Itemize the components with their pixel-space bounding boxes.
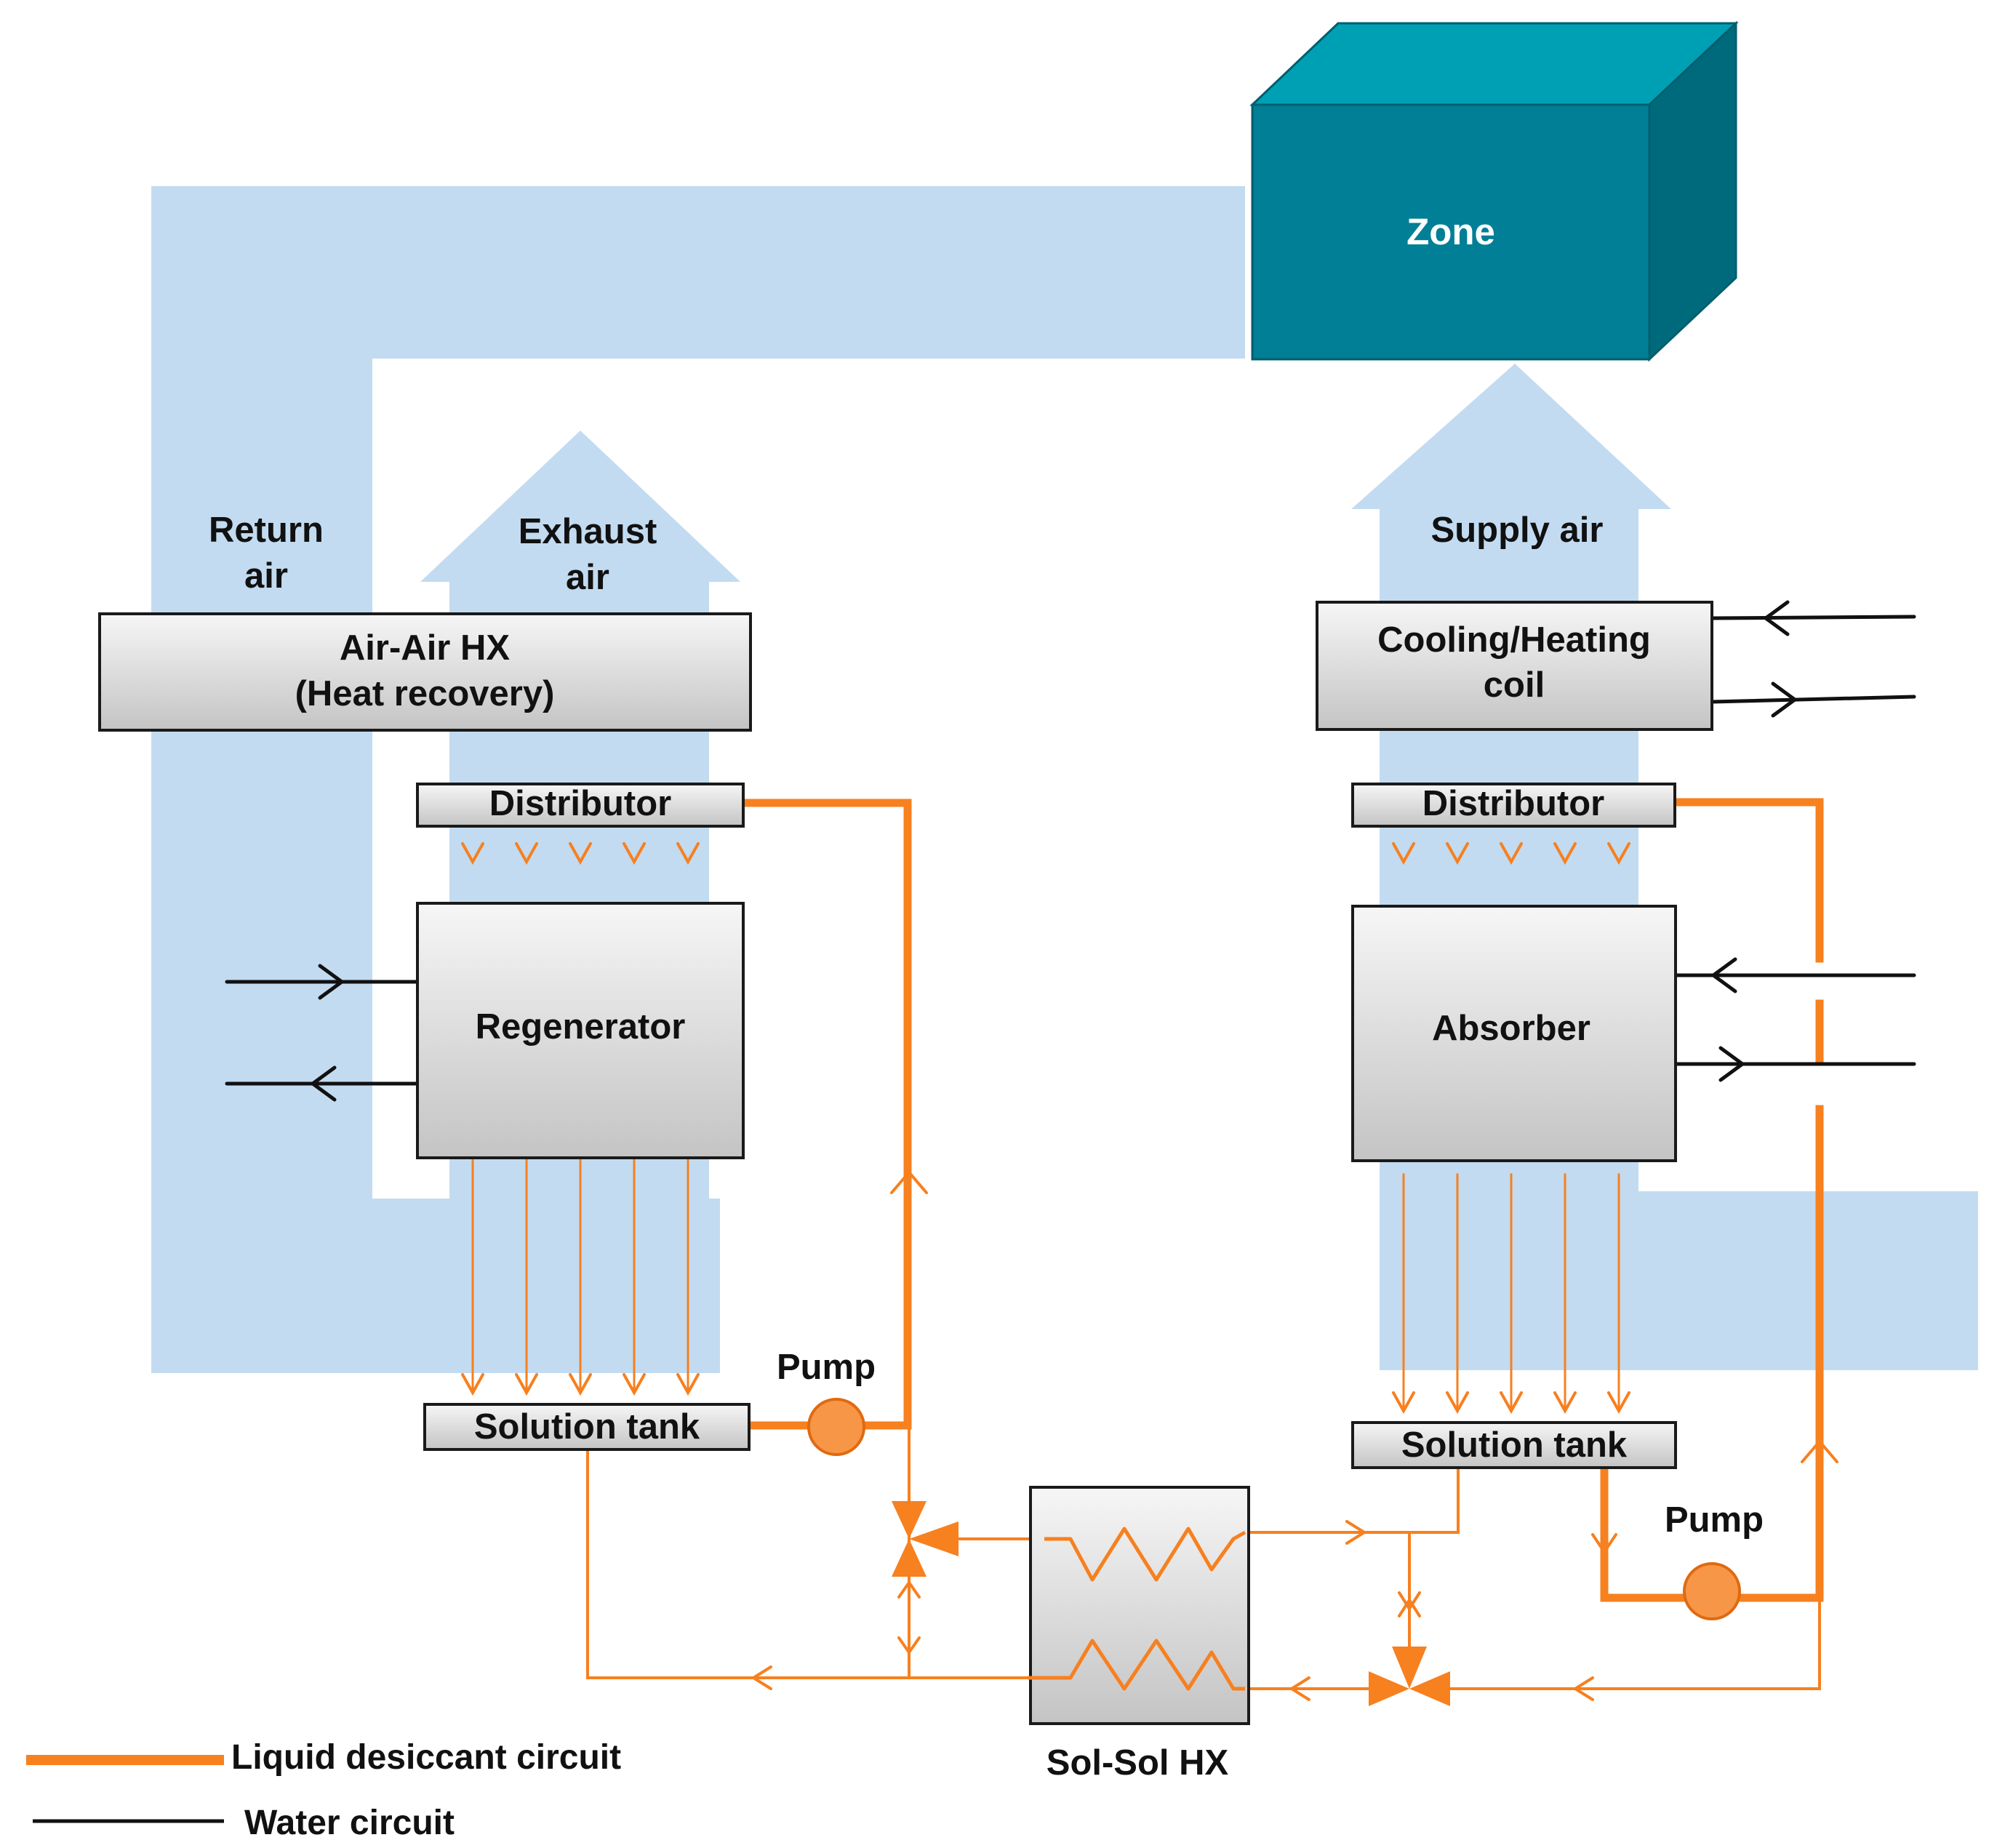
- absorber-film-lines: [1402, 1173, 1620, 1412]
- legend-water-label: Water circuit: [244, 1804, 455, 1842]
- return-air-duct: [151, 186, 1245, 1373]
- distributor-left-box: [416, 783, 745, 828]
- sol-sol-hx-label: Sol-Sol HX: [1046, 1743, 1229, 1783]
- pump-left-label: Pump: [777, 1348, 876, 1387]
- solution-tank-left-box: [423, 1403, 751, 1451]
- regen-distributor-supply: [739, 799, 912, 1430]
- exhaust-air-label-line2: air: [566, 558, 609, 597]
- regen-tank-return: [586, 1448, 1029, 1679]
- supply-air-label: Supply air: [1431, 511, 1604, 550]
- labels: Return air Exhaust air Supply air Air-Ai…: [209, 511, 1764, 1783]
- regenerator-label: Regenerator: [476, 1007, 686, 1047]
- pump-right-label: Pump: [1665, 1500, 1764, 1540]
- cooling-heating-coil-box: [1316, 601, 1713, 731]
- solution-tank-right-box: [1351, 1421, 1677, 1469]
- air-ducts: [151, 186, 1978, 1373]
- absorber-pump-return: [1449, 1596, 1821, 1690]
- hx-coil-upper: [1044, 1527, 1246, 1582]
- coil-water-out: [1710, 695, 1916, 704]
- exhaust-air-label-line1: Exhaust: [519, 512, 657, 551]
- zone-label: Zone: [1406, 211, 1495, 252]
- zone-box: Zone: [1249, 20, 1739, 362]
- absorber-tank-outlet: [1244, 1466, 1460, 1534]
- regenerator-box: [416, 902, 745, 1159]
- absorber-tank-to-pump: [1600, 1463, 1690, 1602]
- hx-coil-lower: [1028, 1639, 1245, 1691]
- solution-tank-right-label: Solution tank: [1401, 1425, 1628, 1465]
- absorber-label: Absorber: [1432, 1009, 1590, 1048]
- absorber-distributor-supply: [1670, 798, 1824, 963]
- outdoor-air-duct: [1380, 1191, 1978, 1370]
- return-air-label-line2: air: [244, 556, 288, 596]
- air-air-hx-box: [98, 612, 752, 732]
- distributor-left-label: Distributor: [489, 784, 671, 823]
- distributor-right-label: Distributor: [1422, 784, 1604, 823]
- absorber-box: [1351, 905, 1677, 1162]
- desiccant-circuit: [461, 798, 1838, 1706]
- three-way-valve-right: [1369, 1647, 1450, 1706]
- component-boxes: [98, 601, 1713, 1725]
- distributor-right-box: [1351, 783, 1676, 828]
- coil-water-in: [1710, 615, 1916, 620]
- legend: Liquid desiccant circuit Water circuit: [26, 1738, 621, 1842]
- air-air-hx-label-line1: Air-Air HX: [340, 628, 510, 668]
- sol-sol-hx-box: [1029, 1486, 1250, 1725]
- cooling-heating-coil-label-line2: coil: [1484, 665, 1545, 705]
- regenerator-film-lines: [471, 1156, 689, 1394]
- zone-front-face: [1251, 103, 1651, 361]
- return-air-label-line1: Return: [209, 511, 324, 550]
- air-air-hx-label-line2: (Heat recovery): [295, 674, 555, 713]
- sol-sol-hx-coils: [1028, 1527, 1246, 1691]
- water-circuit: [225, 600, 1916, 1102]
- cooling-heating-coil-label-line1: Cooling/Heating: [1377, 620, 1651, 660]
- pump-right-circle: [1683, 1562, 1741, 1620]
- pump-left-circle: [807, 1398, 865, 1456]
- three-way-valve-left: [892, 1501, 959, 1577]
- solution-tank-left-label: Solution tank: [474, 1407, 700, 1447]
- desiccant-arrowheads: [461, 842, 1838, 1701]
- legend-desiccant-label: Liquid desiccant circuit: [231, 1738, 621, 1777]
